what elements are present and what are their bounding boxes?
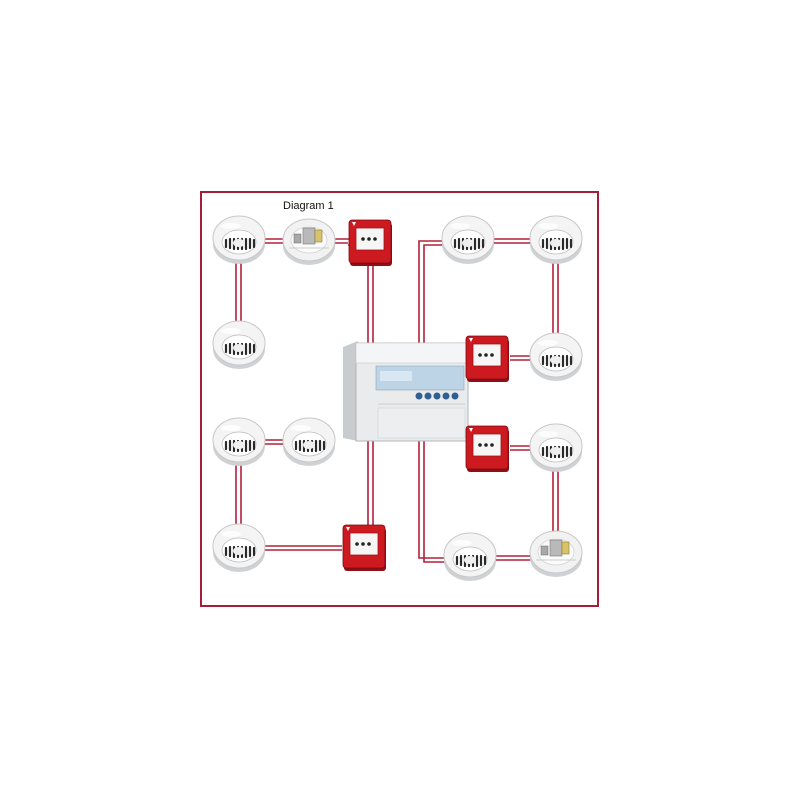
smoke-detector-icon [211,214,267,266]
smoke-detector-icon [528,422,584,474]
smoke-detector-icon [528,214,584,266]
call-point-right-upper [465,335,510,383]
detector-base-top [282,218,336,266]
call-point-right-lower [465,425,510,473]
smoke-detector-left-middle [211,319,267,371]
smoke-detector-icon [440,214,496,266]
manual-call-point-icon [342,524,387,572]
call-point-top [348,219,393,267]
call-point-bottom [342,524,387,572]
manual-call-point-icon [348,219,393,267]
smoke-detector-icon [528,331,584,383]
control-panel [343,341,469,442]
detector-base-icon [529,530,583,578]
detector-base-icon [282,218,336,266]
smoke-detector-right-upper [528,331,584,383]
smoke-detector-bottom-right [442,531,498,583]
smoke-detector-icon [211,416,267,468]
wiring [235,238,559,563]
diagram-frame [200,191,599,607]
smoke-detector-top-right-1 [440,214,496,266]
smoke-detector-bottom-left-2 [281,416,337,468]
manual-call-point-icon [465,425,510,473]
smoke-detector-icon [442,531,498,583]
smoke-detector-top-right-2 [528,214,584,266]
diagram-title: Diagram 1 [283,200,334,212]
smoke-detector-icon [211,319,267,371]
smoke-detector-top-left [211,214,267,266]
smoke-detector-bottom-left-3 [211,522,267,574]
manual-call-point-icon [465,335,510,383]
smoke-detector-icon [281,416,337,468]
smoke-detector-right-lower [528,422,584,474]
smoke-detector-bottom-left-1 [211,416,267,468]
fire-alarm-control-panel-icon [343,341,469,442]
smoke-detector-icon [211,522,267,574]
detector-base-bottom-right [529,530,583,578]
